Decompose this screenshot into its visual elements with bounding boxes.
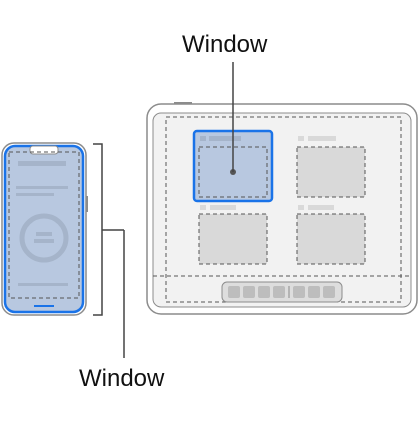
window-title-bar [308,136,336,141]
dock-app-icon [243,286,255,298]
window-title-icon [298,205,304,210]
dock-app-icon [293,286,305,298]
window-title-bar [210,205,236,210]
phone-dial [19,213,69,263]
phone-text-line [16,186,68,189]
window-title-bar [209,136,241,141]
phone-home-indicator [34,305,54,307]
window-content-area [198,146,268,198]
window-title-icon [200,136,206,141]
window-title-icon [200,205,206,210]
window-tile [198,213,268,265]
phone-bracket [93,143,125,358]
phone-dial-label [36,232,52,236]
tablet-screen [152,112,412,308]
phone-footer-line [18,283,68,286]
dock-app-icon [323,286,335,298]
window-tile [296,213,366,265]
window-title-icon [298,136,304,141]
phone-window [3,144,85,314]
phone-text-line [16,193,54,196]
phone-dial-value [34,239,54,243]
tablet-device [146,102,418,315]
dock-app-icon [258,286,270,298]
window-title-bar [308,205,334,210]
dock-app-icon [273,286,285,298]
dock-app-icon [228,286,240,298]
window-label-top: Window [182,31,268,58]
window-tile [296,146,366,198]
bracket-line [93,143,103,316]
phone-safe-area [8,151,80,299]
dock-app-icon [308,286,320,298]
phone-device [1,142,88,316]
phone-header-bar [18,161,66,166]
phone-notch [29,145,59,155]
window-label-bottom: Window [79,365,165,392]
